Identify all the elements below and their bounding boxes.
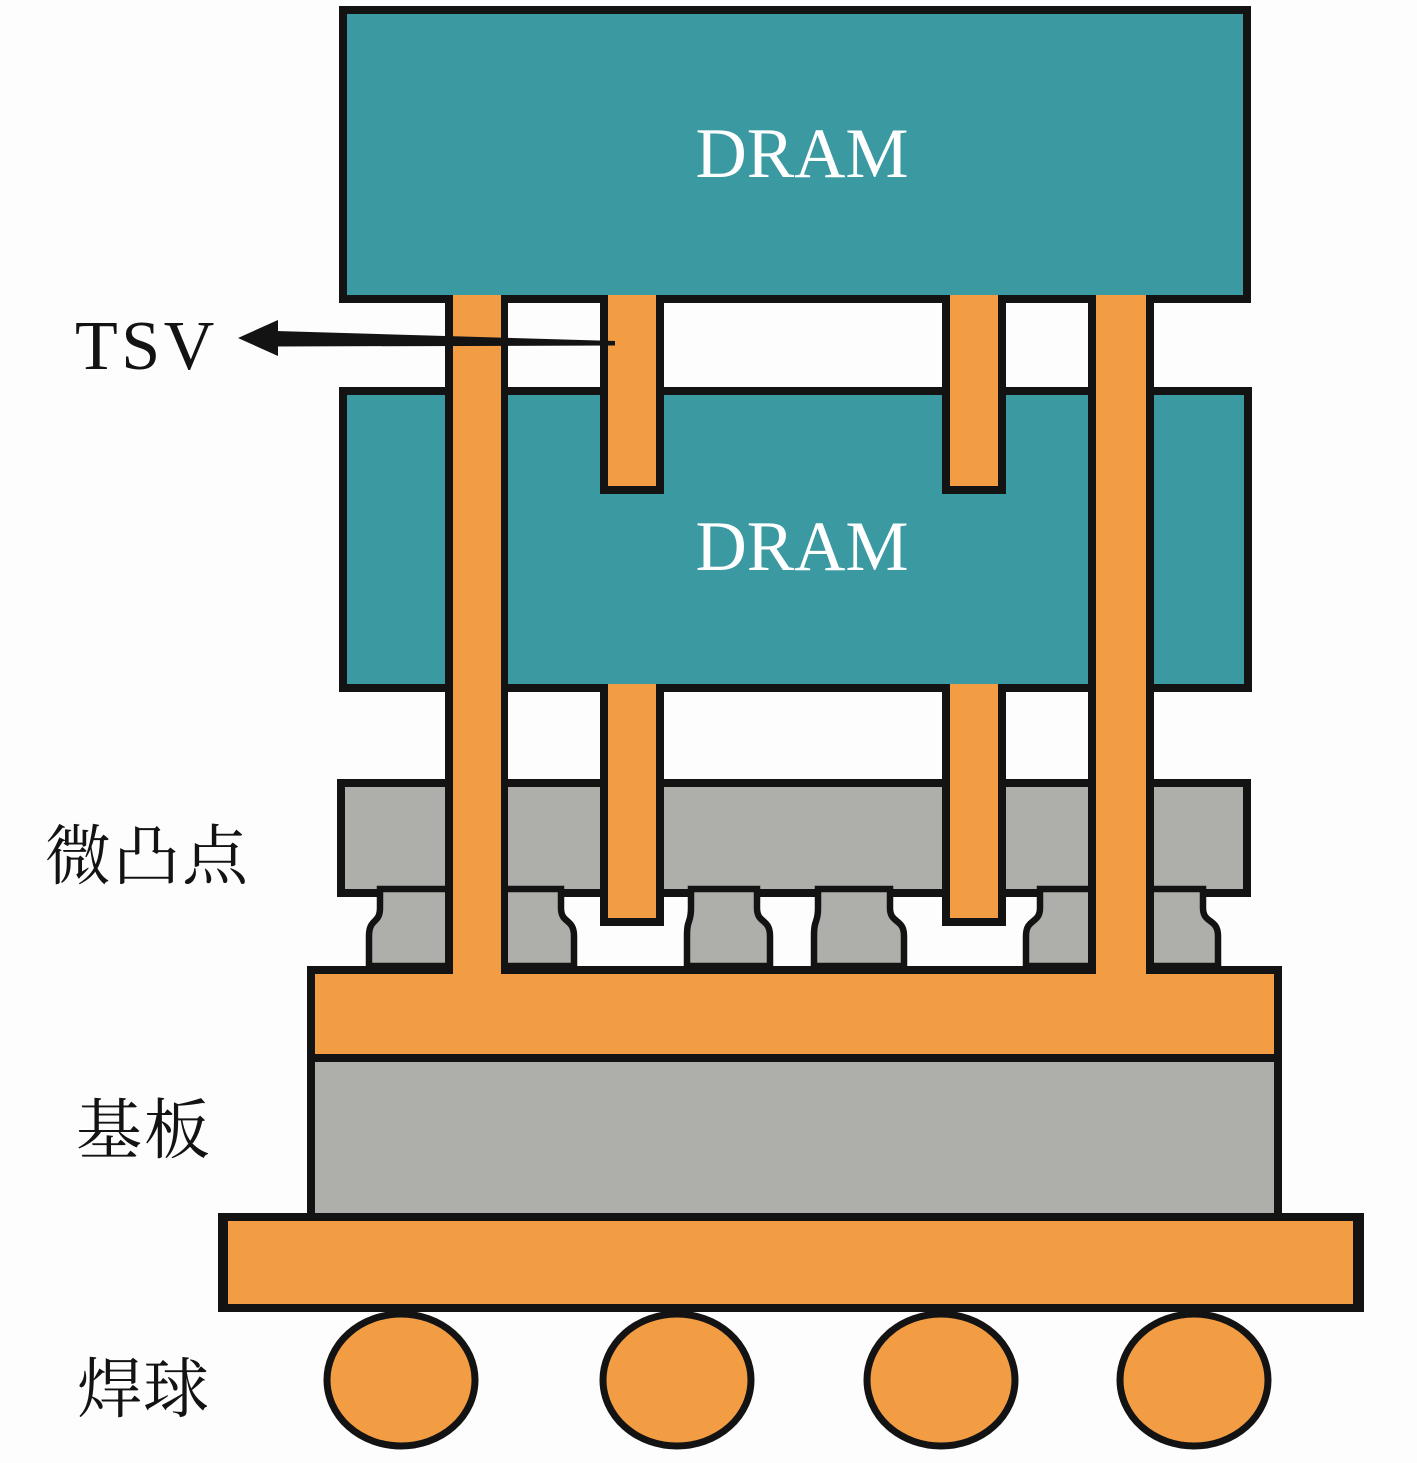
svg-text:DRAM: DRAM	[695, 508, 908, 586]
svg-text:DRAM: DRAM	[695, 115, 908, 193]
svg-text:TSV: TSV	[75, 308, 218, 385]
